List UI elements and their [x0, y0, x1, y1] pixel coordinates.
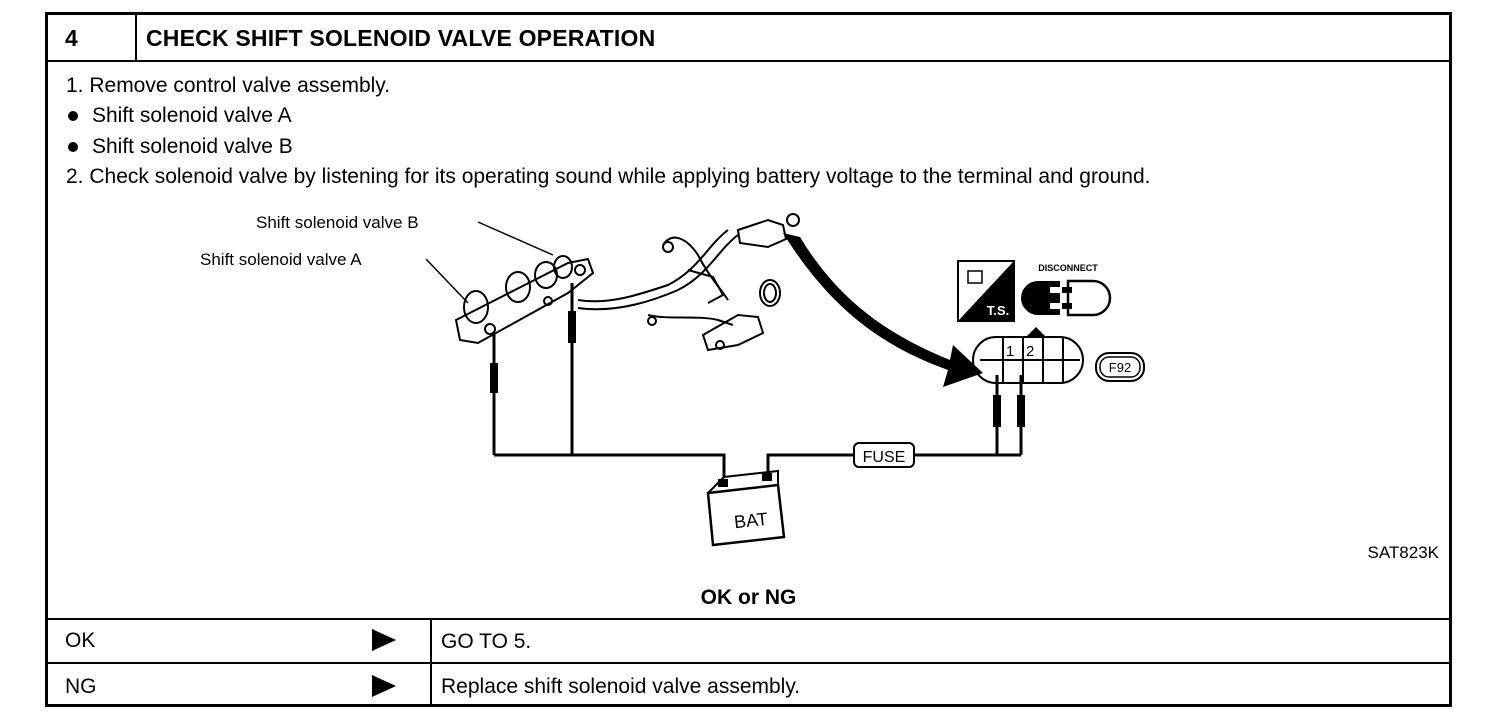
connector-latch: [1026, 327, 1046, 337]
results-middle-rule: [48, 662, 1449, 664]
probe-terminal-2: [1017, 395, 1025, 427]
result-ng-action: Replace shift solenoid valve assembly.: [441, 675, 801, 698]
solenoid-test-diagram: FUSE BAT 1 2 F92: [200, 213, 1440, 562]
figure-id: SAT823K: [1367, 543, 1439, 562]
result-heading: OK or NG: [700, 586, 797, 609]
probe-b: [568, 311, 576, 343]
valve-b-leader: [477, 221, 554, 256]
bullet-icon: [68, 142, 78, 152]
instruction-line-1: 1. Remove control valve assembly.: [66, 74, 391, 97]
label-valve-b: Shift solenoid valve B: [256, 213, 419, 232]
label-valve-a: Shift solenoid valve A: [200, 250, 362, 269]
svg-text:DISCONNECT: DISCONNECT: [1038, 263, 1098, 273]
step-title: CHECK SHIFT SOLENOID VALVE OPERATION: [146, 25, 656, 51]
bullet-icon: [68, 111, 78, 121]
tool-symbol-icon: T.S.: [957, 260, 1015, 322]
connector-code-badge: F92: [1095, 352, 1145, 382]
solenoid-valve-assembly-icon: [454, 255, 595, 345]
result-ok-label: OK: [65, 629, 96, 652]
header-rule: [48, 60, 1449, 62]
diagnostic-step-table: 4 CHECK SHIFT SOLENOID VALVE OPERATION 1…: [45, 12, 1452, 707]
battery-icon: BAT: [706, 469, 786, 547]
result-ng-label: NG: [65, 675, 97, 698]
svg-text:T.S.: T.S.: [987, 303, 1009, 318]
svg-text:BAT: BAT: [733, 509, 769, 532]
terminal-1-label: 1: [1006, 343, 1014, 360]
connector-icon: [972, 336, 1084, 384]
result-ok-action: GO TO 5.: [441, 630, 532, 653]
instruction-line-2: 2. Check solenoid valve by listening for…: [66, 165, 1151, 188]
disconnect-icon: DISCONNECT: [1021, 263, 1112, 317]
instruction-bullet-1: Shift solenoid valve A: [92, 104, 292, 127]
svg-text:F92: F92: [1109, 360, 1131, 375]
valve-a-leader: [425, 258, 469, 304]
wiring-harness-icon: [577, 213, 800, 352]
instruction-bullet-2: Shift solenoid valve B: [92, 135, 293, 158]
fuse-icon: FUSE: [853, 442, 915, 468]
step-number: 4: [65, 25, 78, 51]
probe-terminal-1: [993, 395, 1001, 427]
arrow-right-icon: [372, 675, 396, 697]
probe-a: [490, 363, 498, 393]
arrow-right-icon: [372, 629, 396, 651]
header-divider: [135, 15, 137, 60]
results-top-rule: [48, 618, 1449, 620]
curved-arrow-icon: [783, 233, 983, 387]
test-leads: [492, 283, 1023, 477]
svg-text:FUSE: FUSE: [863, 449, 906, 466]
terminal-2-label: 2: [1026, 343, 1034, 360]
